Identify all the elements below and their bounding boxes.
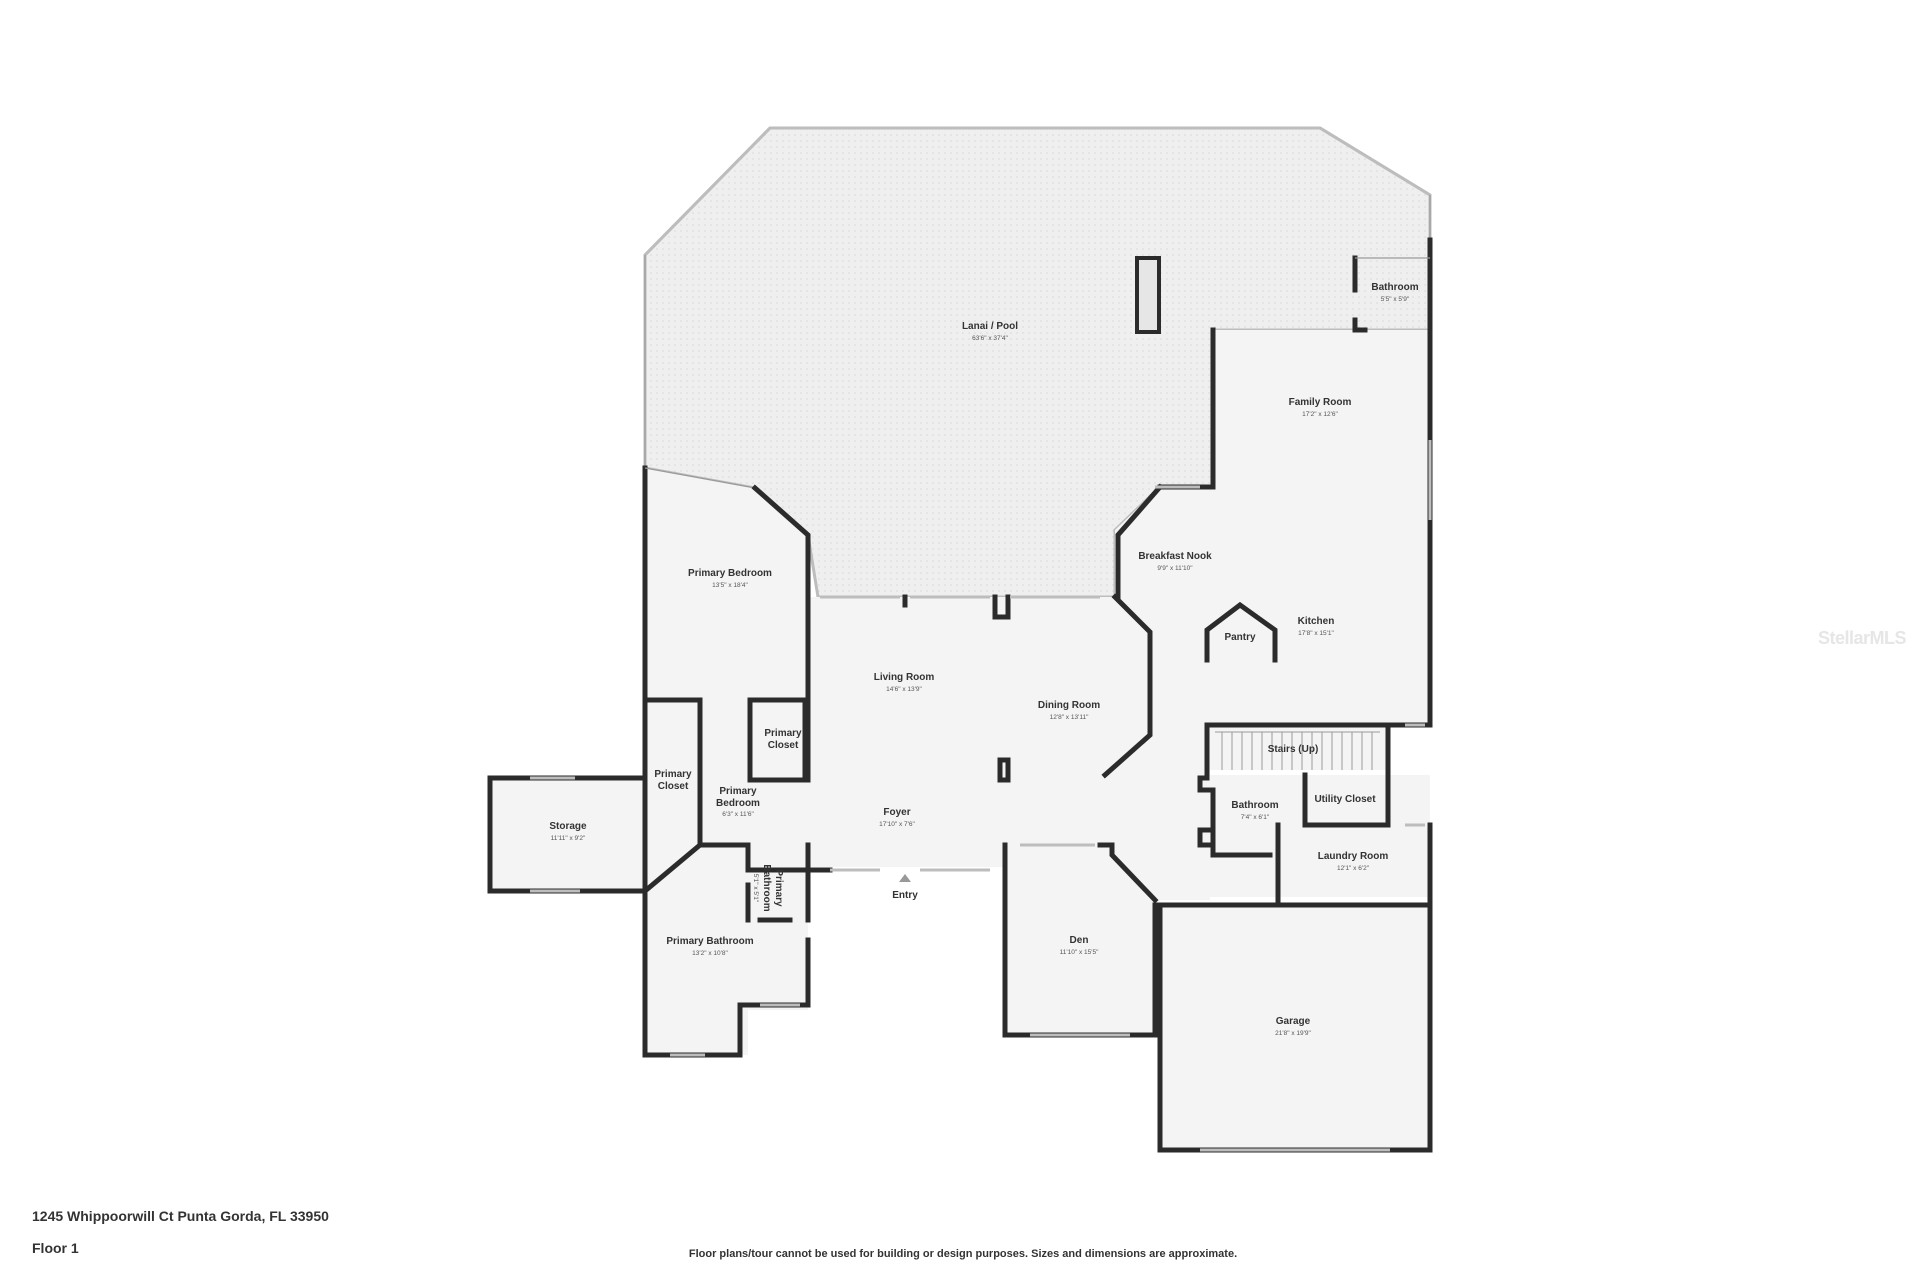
label-primary-closet-b-1: Primary <box>654 769 692 780</box>
label-primary-bathroom-sm-1: Primary <box>773 869 784 907</box>
dim-lanai: 63'6" x 37'4" <box>972 335 1008 342</box>
label-primary-bedroom-2-2: Bedroom <box>716 798 760 809</box>
label-breakfast-nook: Breakfast Nook <box>1138 551 1212 562</box>
dim-primary-bathroom: 13'2" x 10'8" <box>692 950 728 957</box>
label-primary-bathroom-sm-2: Bathroom <box>761 864 772 911</box>
dim-family-room: 17'2" x 12'6" <box>1302 411 1338 418</box>
label-primary-bedroom: Primary Bedroom <box>688 568 772 579</box>
dim-primary-bedroom: 13'5" x 18'4" <box>712 582 748 589</box>
label-primary-bathroom: Primary Bathroom <box>666 936 753 947</box>
label-stairs: Stairs (Up) <box>1268 744 1319 755</box>
dim-primary-bedroom-2: 6'3" x 11'6" <box>722 811 754 818</box>
label-foyer: Foyer <box>883 807 910 818</box>
windows <box>530 440 1432 1152</box>
dim-bathroom-top: 5'5" x 5'9" <box>1381 296 1410 303</box>
label-dining-room: Dining Room <box>1038 700 1100 711</box>
label-primary-closet-a-2: Closet <box>768 740 799 751</box>
dim-breakfast-nook: 9'9" x 11'10" <box>1157 565 1193 572</box>
label-utility-closet: Utility Closet <box>1314 794 1376 805</box>
dim-foyer: 17'10" x 7'6" <box>879 821 915 828</box>
dim-dining-room: 12'8" x 13'11" <box>1050 714 1089 721</box>
disclaimer: Floor plans/tour cannot be used for buil… <box>688 1248 1238 1260</box>
label-bathroom-top: Bathroom <box>1371 282 1418 293</box>
floor-label: Floor 1 <box>32 1240 79 1256</box>
dim-living-room: 14'6" x 13'9" <box>886 686 922 693</box>
dim-primary-bathroom-sm: 5'1" x 5'1" <box>752 874 759 903</box>
label-primary-closet-a-1: Primary <box>764 728 802 739</box>
label-living-room: Living Room <box>874 672 935 683</box>
dim-garage: 21'8" x 19'9" <box>1275 1030 1311 1037</box>
label-primary-bedroom-2-1: Primary <box>719 786 757 797</box>
label-entry: Entry <box>892 890 918 901</box>
property-address: 1245 Whippoorwill Ct Punta Gorda, FL 339… <box>32 1208 329 1224</box>
label-bathroom-mid: Bathroom <box>1231 800 1278 811</box>
label-den: Den <box>1070 935 1089 946</box>
dim-kitchen: 17'8" x 15'1" <box>1298 630 1334 637</box>
stair-treads <box>1215 731 1380 770</box>
label-storage: Storage <box>549 821 587 832</box>
label-garage: Garage <box>1276 1016 1311 1027</box>
label-laundry-room: Laundry Room <box>1318 851 1389 862</box>
label-pantry: Pantry <box>1224 632 1256 643</box>
label-lanai: Lanai / Pool <box>962 321 1018 332</box>
label-kitchen: Kitchen <box>1298 616 1335 627</box>
dim-den: 11'10" x 15'5" <box>1060 949 1099 956</box>
entry-arrow-icon <box>899 874 911 882</box>
pool-feature <box>1135 256 1161 334</box>
label-family-room: Family Room <box>1289 397 1352 408</box>
dim-laundry-room: 12'1" x 6'2" <box>1337 865 1370 872</box>
dim-storage: 11'11" x 9'2" <box>551 835 586 842</box>
label-primary-closet-b-2: Closet <box>658 781 689 792</box>
dim-bathroom-mid: 7'4" x 6'1" <box>1241 814 1270 821</box>
watermark-logo: StellarMLS <box>1818 628 1907 648</box>
